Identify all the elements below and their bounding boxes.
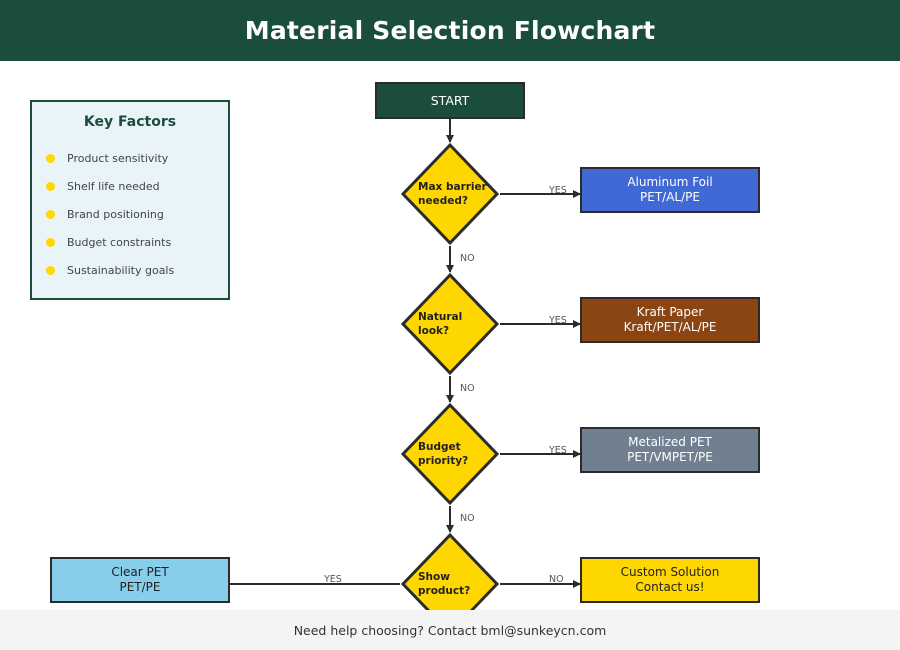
edge-label-show-no: NO: [549, 574, 564, 585]
page-footer: Need help choosing? Contact bml@sunkeycn…: [0, 610, 900, 650]
page-header: Material Selection Flowchart: [0, 0, 900, 61]
footer-contact-text: Need help choosing? Contact bml@sunkeycn…: [293, 622, 607, 638]
list-item: Sustainability goals: [46, 256, 221, 284]
result-custom-solution[interactable]: Custom Solution Contact us!: [580, 557, 760, 603]
bullet-dot-icon: [46, 181, 55, 191]
node-start[interactable]: START: [375, 82, 525, 119]
key-factor-label: Product sensitivity: [67, 151, 169, 165]
key-factors-panel: Key Factors Product sensitivity Shelf li…: [30, 100, 230, 300]
decision-budget-priority-label: Budget priority?: [418, 440, 469, 467]
list-item: Brand positioning: [46, 200, 221, 228]
edge-label-natural-no: NO: [460, 383, 475, 394]
key-factors-list: Product sensitivity Shelf life needed Br…: [46, 144, 221, 284]
decision-show-product-label: Show product?: [418, 570, 471, 597]
key-factors-title: Key Factors: [83, 114, 177, 130]
page-title: Material Selection Flowchart: [244, 16, 656, 45]
key-factor-label: Sustainability goals: [67, 263, 175, 277]
diamond-shape-icon: [400, 272, 500, 376]
edge-label-budget-no: NO: [460, 513, 475, 524]
list-item: Budget constraints: [46, 228, 221, 256]
list-item: Product sensitivity: [46, 144, 221, 172]
list-item: Shelf life needed: [46, 172, 221, 200]
result-metalized-pet[interactable]: Metalized PET PET/VMPET/PE: [580, 427, 760, 473]
edge-label-budget-yes: YES: [549, 445, 567, 456]
decision-natural-look-label: Natural look?: [418, 310, 463, 337]
result-clear-pet[interactable]: Clear PET PET/PE: [50, 557, 230, 603]
bullet-dot-icon: [46, 237, 55, 247]
diamond-shape-icon: [400, 142, 500, 246]
edge-label-barrier-yes: YES: [549, 185, 567, 196]
decision-max-barrier[interactable]: Max barrier needed?: [400, 142, 500, 246]
key-factor-label: Shelf life needed: [67, 179, 160, 193]
edge-label-natural-yes: YES: [549, 315, 567, 326]
key-factor-label: Budget constraints: [67, 235, 172, 249]
edge-label-barrier-no: NO: [460, 253, 475, 264]
result-kraft-paper[interactable]: Kraft Paper Kraft/PET/AL/PE: [580, 297, 760, 343]
decision-natural-look[interactable]: Natural look?: [400, 272, 500, 376]
node-start-label: START: [430, 92, 470, 108]
diamond-shape-icon: [400, 402, 500, 506]
bullet-dot-icon: [46, 265, 55, 275]
bullet-dot-icon: [46, 153, 55, 163]
bullet-dot-icon: [46, 209, 55, 219]
decision-budget-priority[interactable]: Budget priority?: [400, 402, 500, 506]
decision-max-barrier-label: Max barrier needed?: [418, 180, 487, 207]
decision-show-product[interactable]: Show product?: [400, 532, 500, 636]
edge-label-show-yes: YES: [324, 574, 342, 585]
result-aluminum-foil[interactable]: Aluminum Foil PET/AL/PE: [580, 167, 760, 213]
key-factor-label: Brand positioning: [67, 207, 164, 221]
